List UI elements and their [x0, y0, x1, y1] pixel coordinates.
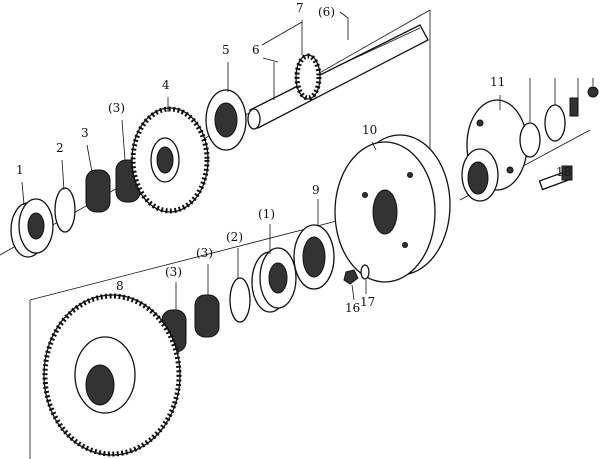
part-label-11: 11 [490, 75, 506, 89]
ball-bearing-1-lower [251, 247, 297, 313]
part-label-3-upper: (3) [108, 101, 125, 115]
part-label-18: 18 [556, 165, 572, 179]
part-label-1: 1 [16, 163, 24, 177]
snap-ring-2-lower [229, 277, 251, 323]
part-label-3-lower-a: (3) [196, 246, 213, 260]
part-label-1-paren: (1) [258, 207, 275, 221]
snap-ring-2 [54, 187, 76, 233]
part-label-10: 10 [362, 123, 378, 137]
retainer-plate [544, 104, 566, 142]
part-label-3-lower-b: (3) [165, 265, 182, 279]
part-label-5: 5 [222, 43, 230, 57]
part-label-6-paren: (6) [318, 5, 335, 19]
flange-11 [461, 99, 528, 202]
part-label-4: 4 [162, 78, 170, 92]
part-label-8: 8 [116, 279, 124, 293]
nut-16 [343, 269, 359, 285]
bolt [587, 86, 599, 98]
ball-bearing-1 [10, 198, 54, 258]
gear-4 [130, 106, 210, 214]
shaft-7 [247, 24, 429, 130]
oil-seal-9 [293, 224, 335, 290]
part-label-2: 2 [56, 141, 64, 155]
bolt-18 [538, 165, 573, 191]
coupling-sleeve-5 [205, 89, 247, 151]
leader-lines [21, 11, 594, 310]
lock-plate [569, 97, 579, 117]
gear-8 [42, 293, 182, 457]
part-label-9: 9 [312, 183, 320, 197]
part-label-17: 17 [360, 295, 376, 309]
part-label-6: 6 [252, 43, 260, 57]
part-label-3: 3 [81, 126, 89, 140]
washer-17 [360, 264, 370, 280]
o-ring [519, 122, 541, 158]
part-label-16: 16 [345, 301, 361, 315]
part-label-7: 7 [296, 1, 304, 15]
part-label-2-paren: (2) [226, 230, 243, 244]
cover-plate-10 [334, 134, 451, 283]
